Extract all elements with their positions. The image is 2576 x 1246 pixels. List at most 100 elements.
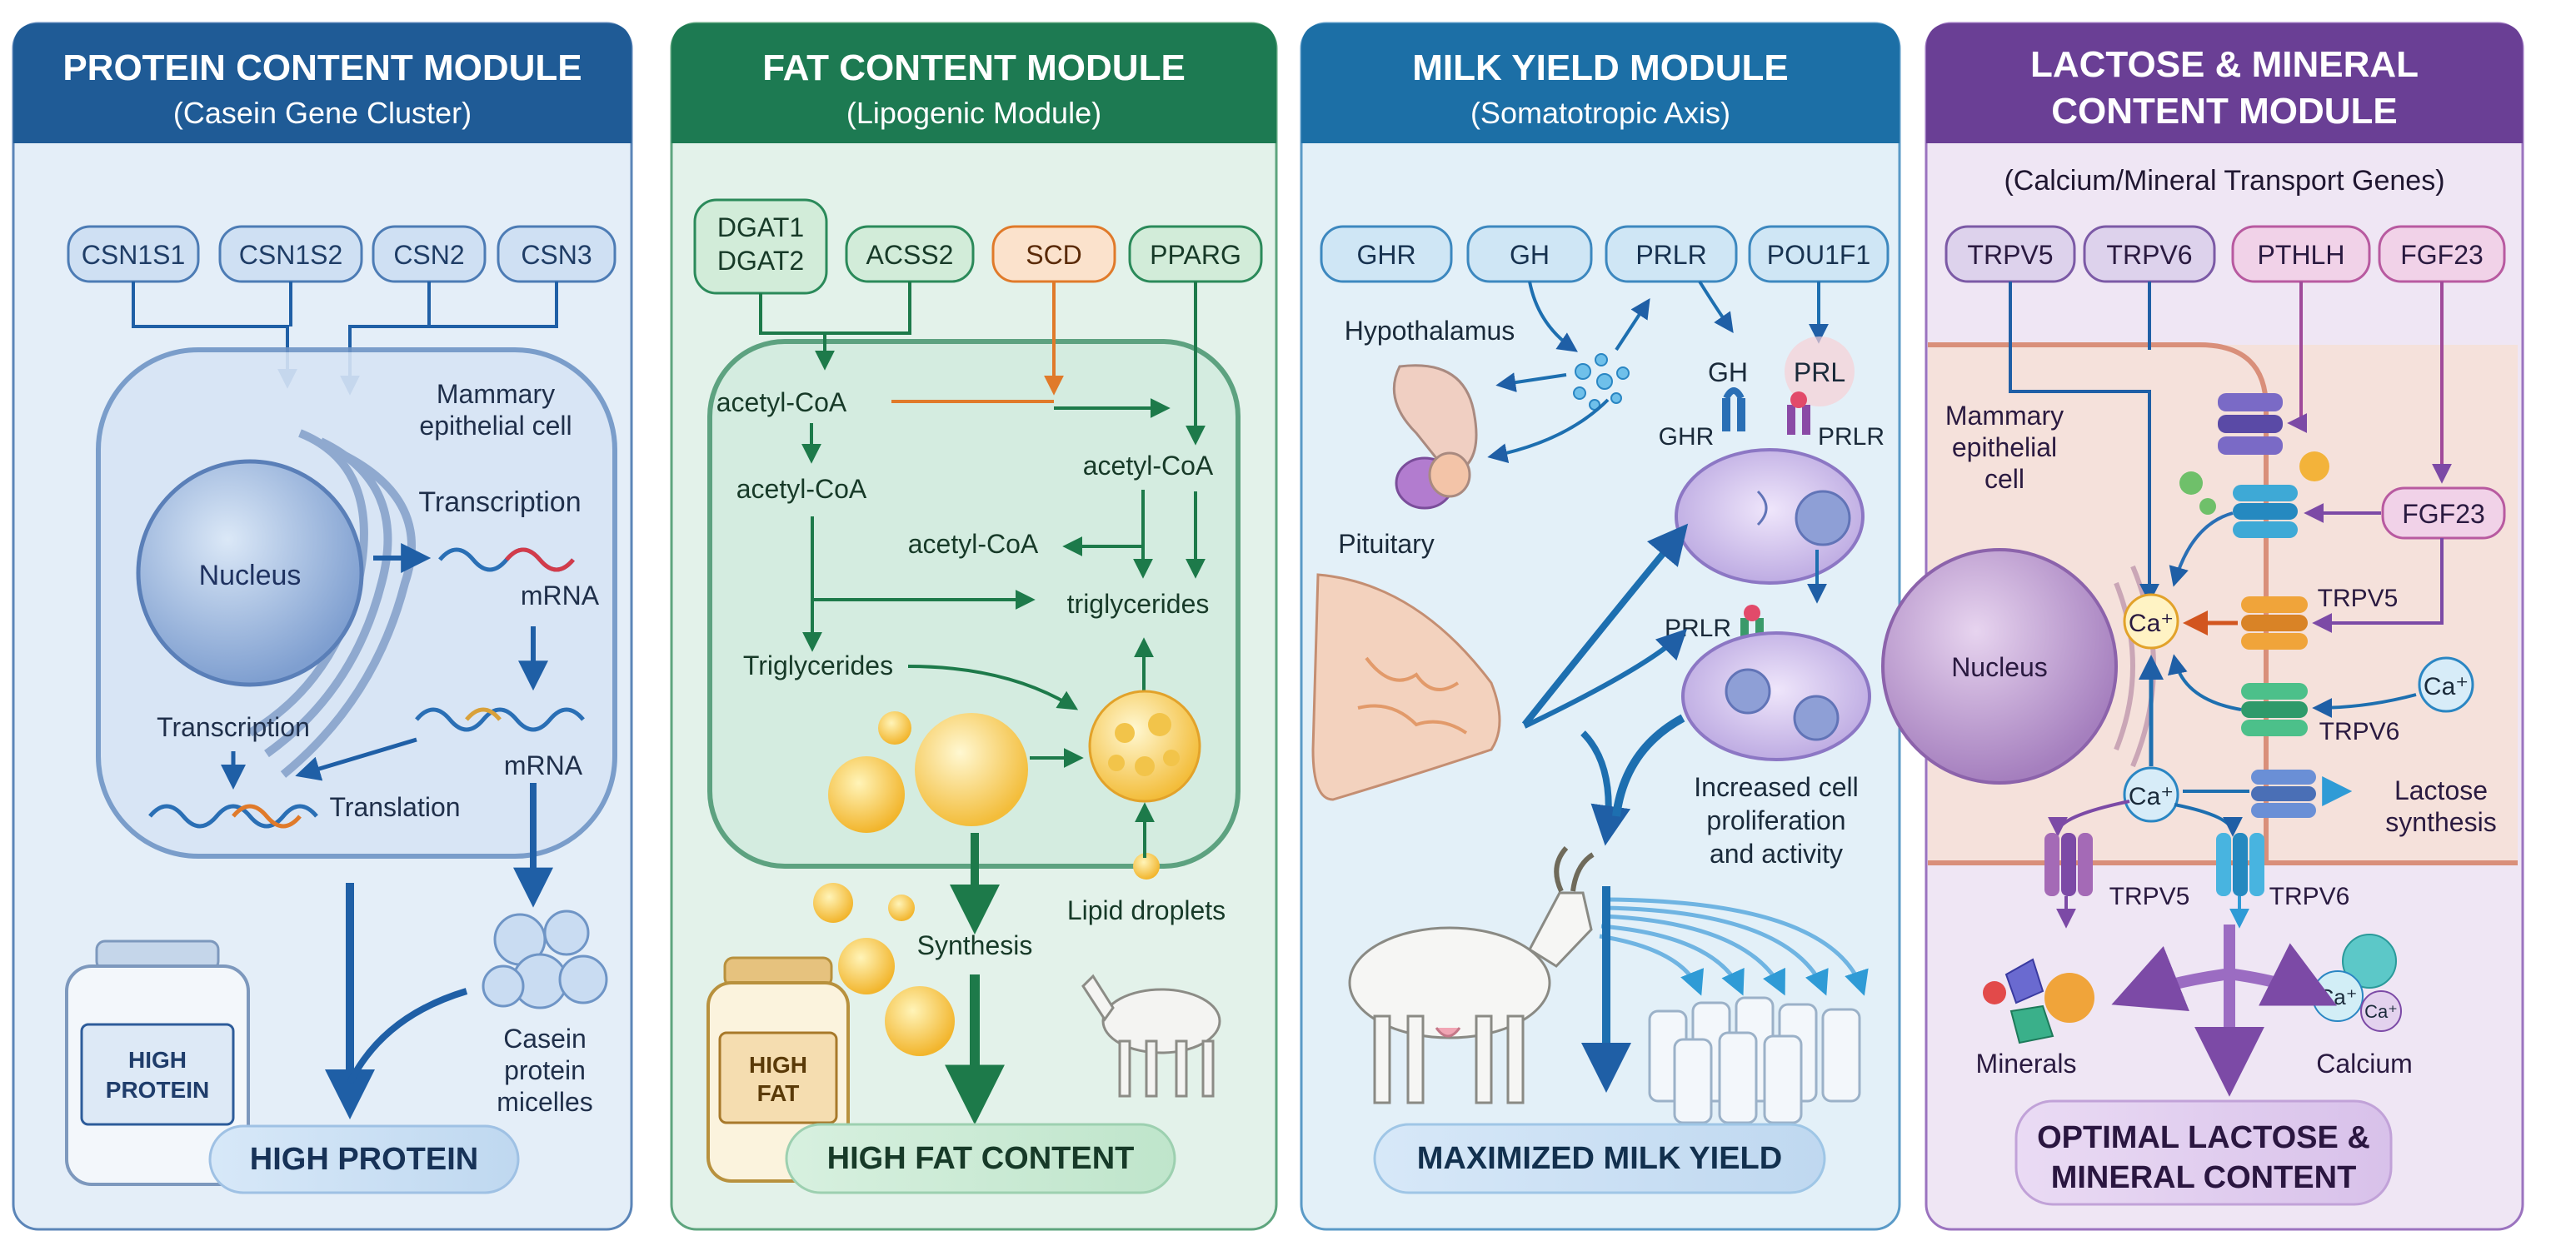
fat-title: FAT CONTENT MODULE xyxy=(762,47,1186,88)
ca-label-2: Ca⁺ xyxy=(2424,673,2469,700)
trpv6-label-1: TRPV6 xyxy=(2319,718,2400,745)
fat-outcome-pill xyxy=(785,1123,1176,1194)
channel-mid xyxy=(2233,485,2298,538)
hypothalamus-label: Hypothalamus xyxy=(1345,316,1515,346)
nucleus-label-right: Nucleus xyxy=(1951,652,2048,682)
lactose-title-line1: LACTOSE & MINERAL xyxy=(2030,44,2419,85)
translation-strand xyxy=(148,804,318,829)
channel-trpv6-bottom xyxy=(2216,833,2264,896)
gene-trpv6: TRPV6 xyxy=(2106,240,2192,270)
gene-gh: GH xyxy=(1510,240,1550,270)
gene-pou1f1: POU1F1 xyxy=(1767,240,1870,270)
ca-ion-2 xyxy=(2418,656,2474,713)
lactose-subtitle: (Calcium/Mineral Transport Genes) xyxy=(2004,165,2444,197)
gene-trpv5: TRPV5 xyxy=(1967,240,2053,270)
ca-ion-1 xyxy=(2123,593,2179,650)
synthesis-label: Synthesis xyxy=(917,930,1033,960)
protein-header xyxy=(13,23,632,143)
gene-scd: SCD xyxy=(1026,240,1082,270)
protein-outcome: HIGH PROTEIN xyxy=(250,1142,478,1177)
cell-label-line1: Mammary xyxy=(1945,401,2064,431)
protein-milk-jar: HIGH PROTEIN xyxy=(65,939,250,1186)
gene-dgat2: DGAT2 xyxy=(717,246,804,276)
goat-large xyxy=(1348,845,1595,1104)
hormone-cluster xyxy=(1573,353,1630,411)
casein-micelles xyxy=(482,910,608,1009)
lactose-outcome-line2: MINERAL CONTENT xyxy=(2051,1160,2357,1195)
mineral-genes: TRPV5 TRPV6 PTHLH FGF23 xyxy=(1944,225,2506,283)
micelles-label-2: protein xyxy=(504,1055,586,1085)
prl-label: PRL xyxy=(1794,357,1845,387)
gene-box xyxy=(1320,225,1453,283)
micelles-label-1: Casein xyxy=(503,1024,587,1054)
gene-prlr: PRLR xyxy=(1635,240,1706,270)
fat-header xyxy=(671,23,1276,143)
acetyl-label-2: acetyl-CoA xyxy=(1083,451,1214,481)
gene-csn2: CSN2 xyxy=(393,240,464,270)
cell-label-line3: cell xyxy=(1984,464,2024,494)
gene-ghr: GHR xyxy=(1356,240,1415,270)
gene-fgf23: FGF23 xyxy=(2400,240,2484,270)
fat-milk-jar: HIGH FAT xyxy=(706,956,850,1183)
lactose-outcome-pill xyxy=(2014,1099,2393,1206)
nucleus xyxy=(136,459,364,687)
gene-csn3: CSN3 xyxy=(521,240,592,270)
transcription-label-2: Transcription xyxy=(157,712,310,742)
cell-label-line2: epithelial xyxy=(1952,432,2057,462)
cell-label-line2: epithelial cell xyxy=(419,411,572,441)
nucleus-right xyxy=(1881,548,2118,785)
pituitary-label: Pituitary xyxy=(1338,529,1435,559)
jar-label-2: PROTEIN xyxy=(106,1077,209,1103)
proliferation-label-3: and activity xyxy=(1710,839,1843,869)
mrna-strand-2 xyxy=(415,707,585,732)
channel-trpv6 xyxy=(2241,683,2308,736)
lipid-droplets-label: Lipid droplets xyxy=(1067,895,1226,925)
calcium-label: Calcium xyxy=(2316,1049,2413,1079)
acetyl-label-1: acetyl-CoA xyxy=(716,387,847,417)
trpv5-label-1: TRPV5 xyxy=(2318,585,2399,612)
channel-trpv5 xyxy=(2241,596,2308,650)
mineral-crystals xyxy=(1983,958,2094,1044)
udder xyxy=(1311,573,1501,801)
gh-label: GH xyxy=(1708,357,1748,387)
lipid-droplets xyxy=(813,690,1201,1056)
ghr-label: GHR xyxy=(1659,423,1715,451)
lactose-header xyxy=(1926,23,2523,143)
lactose-outcome-line1: OPTIMAL LACTOSE & xyxy=(2037,1120,2370,1155)
acetyl-label-4: acetyl-CoA xyxy=(908,529,1039,559)
gene-csn1s1: CSN1S1 xyxy=(82,240,186,270)
channel-trpv5-bottom xyxy=(2044,833,2093,896)
lactose-label-2: synthesis xyxy=(2385,807,2496,837)
fgf23-label: FGF23 xyxy=(2402,499,2485,529)
lactose-mineral-module: LACTOSE & MINERAL CONTENT MODULE (Calciu… xyxy=(1881,22,2524,1231)
goat-small xyxy=(1081,974,1221,1098)
lactose-title-line2: CONTENT MODULE xyxy=(2051,91,2398,132)
ion-particles xyxy=(2179,451,2329,515)
cell-label-line1: Mammary xyxy=(437,379,555,409)
receptors-top xyxy=(1722,387,1810,435)
channel-top xyxy=(2218,393,2283,455)
fat-subtitle: (Lipogenic Module) xyxy=(846,96,1101,130)
milk-outcome-pill xyxy=(1373,1123,1826,1194)
prlr-label-1: PRLR xyxy=(1818,423,1885,451)
protein-title: PROTEIN CONTENT MODULE xyxy=(62,47,582,88)
mrna-label-1: mRNA xyxy=(521,581,600,611)
protein-module: PROTEIN CONTENT MODULE (Casein Gene Clus… xyxy=(12,22,633,1231)
ca-label-1: Ca⁺ xyxy=(2129,610,2174,637)
minerals-label: Minerals xyxy=(1976,1049,2077,1079)
milk-outcome: MAXIMIZED MILK YIELD xyxy=(1417,1141,1782,1176)
gene-box xyxy=(1605,225,1738,283)
gene-csn1s2: CSN1S2 xyxy=(239,240,343,270)
milk-title: MILK YIELD MODULE xyxy=(1412,47,1788,88)
triglycerides-label-2: Triglycerides xyxy=(743,650,893,680)
pituitary-gland xyxy=(1392,364,1478,510)
nucleus-label: Nucleus xyxy=(199,560,302,591)
triglycerides-label-1: triglycerides xyxy=(1067,589,1210,619)
protein-outcome-pill xyxy=(208,1124,520,1194)
gene-pthlh: PTHLH xyxy=(2258,240,2345,270)
proliferation-label-1: Increased cell xyxy=(1694,772,1858,802)
milk-yield-module: MILK YIELD MODULE (Somatotropic Axis) GH… xyxy=(1300,22,1901,1231)
acetyl-label-3: acetyl-CoA xyxy=(736,474,867,504)
jar-label-2: FAT xyxy=(757,1080,800,1106)
